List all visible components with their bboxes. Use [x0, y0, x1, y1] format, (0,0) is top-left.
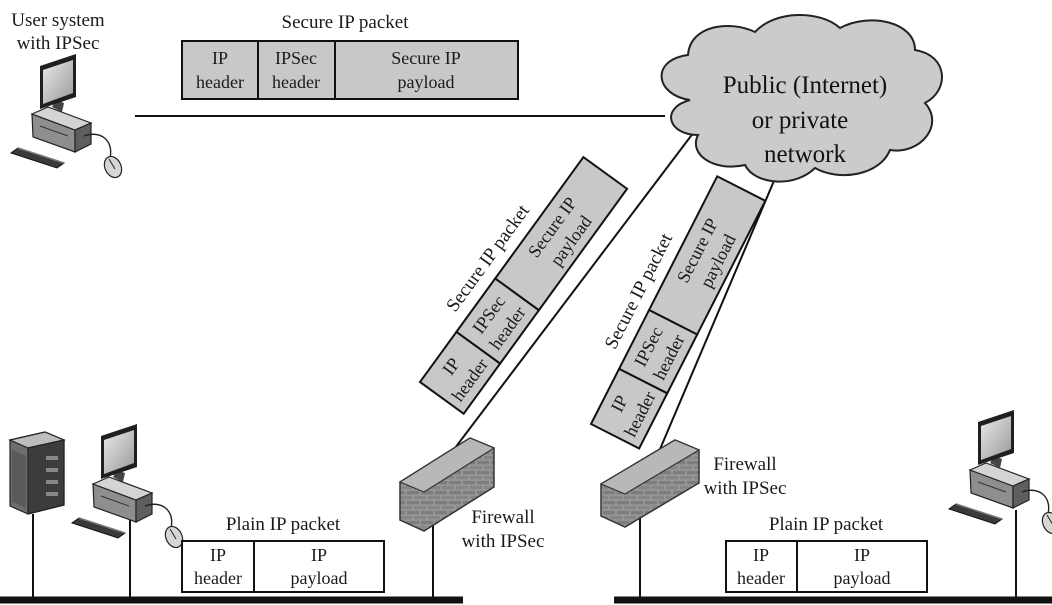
cloud-label-line2: or private — [752, 107, 848, 134]
ip-payload-text: payload — [291, 568, 348, 588]
link-firewall-right-cloud — [651, 161, 783, 469]
firewall-right-label-line2: with IPSec — [704, 478, 787, 499]
user-system-label-line2: with IPSec — [17, 33, 100, 54]
ip-header-text: header — [194, 568, 242, 588]
link-firewall-left-cloud — [451, 123, 701, 453]
ipsec-header-text: IPSec — [275, 48, 317, 68]
firewall-left-label-line2: with IPSec — [462, 531, 545, 552]
plain-packet-title: Plain IP packet — [226, 514, 341, 535]
ip-header-text: header — [737, 568, 785, 588]
ip-header-text: IP — [212, 48, 228, 68]
ip-payload-text: payload — [834, 568, 891, 588]
ipsec-header-text: header — [272, 72, 320, 92]
secure-payload-text: Secure IP — [391, 48, 460, 68]
firewall-left-label-line1: Firewall — [471, 507, 534, 528]
plain-ip-packet-right: Plain IP packet IP header IP payload — [725, 514, 928, 593]
computer-icon — [948, 409, 1052, 538]
secure-packet-title: Secure IP packet — [282, 12, 410, 33]
plain-packet-title: Plain IP packet — [769, 514, 884, 535]
ip-header-text: header — [196, 72, 244, 92]
secure-ip-packet-top: Secure IP packet IP header IPSec header … — [181, 12, 519, 100]
cloud-label-line1: Public (Internet) — [723, 72, 888, 99]
plain-ip-packet-left: Plain IP packet IP header IP payload — [181, 514, 385, 593]
computer-icon — [10, 53, 126, 182]
firewall-right-label-line1: Firewall — [713, 454, 776, 475]
network-cloud: Public (Internet) or private network — [660, 13, 943, 183]
secure-payload-cell — [334, 40, 519, 100]
firewall-left-icon — [398, 437, 496, 532]
secure-ip-packet-rotated-left: Secure IP packet IP header IPSec header … — [418, 155, 629, 416]
ip-payload-text: IP — [311, 545, 327, 565]
user-system-label-line1: User system — [11, 10, 105, 31]
ip-payload-text: IP — [854, 545, 870, 565]
ip-header-text: IP — [210, 545, 226, 565]
server-icon — [8, 431, 66, 515]
ip-header-text: IP — [753, 545, 769, 565]
firewall-right-icon — [599, 439, 701, 528]
cloud-label-line3: network — [764, 141, 846, 168]
secure-payload-text: payload — [398, 72, 455, 92]
computer-icon — [71, 423, 187, 552]
